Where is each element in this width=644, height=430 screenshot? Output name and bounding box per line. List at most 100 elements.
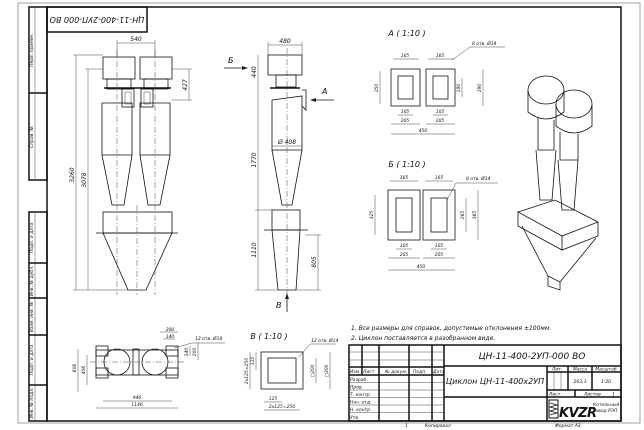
- title-block: Изм Лист № докум. Подп. Дата Разраб. Про…: [348, 344, 622, 422]
- view-a-290: 290: [477, 84, 483, 93]
- view-a-250: 250: [374, 84, 380, 93]
- rotated-designation: ЦН-11-400-2УП-000 ВО: [50, 15, 145, 24]
- view-v-title: В ( 1:10 ): [250, 332, 287, 341]
- view-a-190: 190: [456, 84, 462, 93]
- view-b-265: 265: [460, 211, 466, 220]
- view-b-205-left: 205: [400, 252, 409, 258]
- view-a: А ( 1:10 ) 165 165 8 отв. Ø14 250 190 29…: [374, 29, 505, 135]
- view-a-205-right: 205: [436, 118, 445, 124]
- arrow-label-b: Б: [228, 56, 234, 65]
- arrow-label-v: В: [276, 301, 282, 310]
- lit-label: Лит.: [551, 367, 562, 373]
- footer-format: Формат А3: [555, 423, 581, 429]
- strip-sign-date-1: Подп. и дата: [29, 222, 35, 253]
- top-view-946: 946: [133, 395, 142, 401]
- view-b: Б ( 1:10 ) 165 165 8 отв. Ø14 325 265 36…: [369, 160, 498, 271]
- top-view-606: 606: [72, 364, 78, 373]
- side-view: 480 440 Ø 408 1770 1110 805 Б А В: [224, 38, 334, 312]
- top-view-140-vert: 140: [184, 348, 190, 357]
- view-b-205-right: 205: [435, 252, 444, 258]
- view-b-105-left: 105: [400, 243, 409, 249]
- sheets-value: 1: [612, 392, 615, 398]
- view-b-165-right: 165: [435, 175, 444, 181]
- role-norm-control: Н. контр.: [350, 407, 372, 413]
- view-b-title: Б ( 1:10 ): [388, 160, 425, 169]
- isometric-view: [516, 75, 599, 291]
- view-v-square-200: □200: [310, 364, 316, 377]
- view-b-365: 365: [472, 211, 478, 220]
- strip-dup-inv: Инв. № дубл.: [29, 266, 35, 297]
- arrow-label-a: А: [321, 87, 327, 96]
- rotated-designation-box: ЦН-11-400-2УП-000 ВО: [46, 6, 148, 33]
- view-v-125-horiz: 125: [269, 396, 278, 402]
- view-b-165-left: 165: [400, 175, 409, 181]
- note-1: 1. Все размеры для справок, допустимые о…: [351, 325, 551, 332]
- top-view: 200 140 12 отв. Ø18 140 200 606 406 946 …: [72, 327, 225, 409]
- col-doc-no: № докум.: [384, 369, 407, 375]
- view-a-105-left: 105: [401, 109, 410, 115]
- view-a-title: А ( 1:10 ): [387, 29, 425, 38]
- outer-frame: [17, 2, 641, 424]
- view-v-holes: 12 отв. Ø14: [311, 337, 338, 344]
- view-v-square-300: □300: [324, 364, 330, 377]
- strip-first-use: Перв. примен.: [29, 33, 35, 67]
- top-view-140-horiz: 140: [166, 334, 175, 340]
- front-view: 540 427 3260 3078: [69, 36, 192, 295]
- role-approved: Утв.: [350, 415, 359, 421]
- view-a-450: 450: [419, 128, 428, 134]
- role-tech-control: Т. контр.: [350, 392, 371, 398]
- strip-reference-no: Справ. №: [29, 126, 35, 148]
- col-change: Изм: [350, 369, 360, 375]
- dim-427: 427: [182, 79, 189, 91]
- role-developer: Разраб.: [350, 377, 368, 383]
- footer-copied: Копировал: [425, 423, 451, 429]
- strip-orig-inv: Инв. № подл.: [29, 387, 35, 418]
- top-view-1146: 1146: [131, 402, 143, 408]
- view-v-125-vert: 125: [250, 357, 256, 366]
- view-a-165-left: 165: [401, 53, 410, 59]
- stamp-designation: ЦН-11-400-2УП-000 ВО: [479, 352, 586, 362]
- view-b-450: 450: [417, 264, 426, 270]
- sheets-label: Листов: [583, 392, 601, 398]
- role-checker: Пров.: [350, 385, 363, 391]
- view-b-105-right: 105: [435, 243, 444, 249]
- view-a-holes: 8 отв. Ø14: [472, 40, 497, 47]
- view-v-2x125-horiz: 2х125=250: [269, 404, 296, 410]
- scale-value: 1:20: [601, 379, 611, 385]
- view-a-205-left: 205: [401, 118, 410, 124]
- dim-480: 480: [279, 38, 291, 45]
- view-v-2x125-vert: 2х125=250: [244, 358, 250, 385]
- footer-page: 1: [405, 423, 408, 429]
- view-b-holes: 8 отв. Ø14: [466, 175, 491, 182]
- dim-1110: 1110: [251, 242, 258, 257]
- view-a-165-right: 165: [436, 53, 445, 59]
- scale-label: Масштаб: [595, 367, 617, 373]
- dim-540: 540: [130, 36, 142, 43]
- svg-text:KVZR: KVZR: [559, 406, 597, 421]
- sheet-label: Лист: [548, 392, 561, 398]
- kvzr-logo: KVZR: [548, 399, 597, 421]
- dim-diameter-408: Ø 408: [277, 139, 296, 146]
- view-a-105-right: 105: [436, 109, 445, 115]
- view-b-325: 325: [369, 211, 375, 220]
- mass-label: Масса: [573, 367, 588, 373]
- col-date: Дата: [432, 369, 445, 375]
- col-sign: Подп.: [413, 369, 427, 375]
- note-2: 2. Циклон поставляется в разобранном вид…: [351, 335, 495, 342]
- dim-3260: 3260: [69, 167, 76, 182]
- top-view-holes: 12 отв. Ø18: [195, 335, 222, 342]
- dim-440: 440: [251, 66, 258, 78]
- stamp-name: Циклон ЦН-11-400х2УП: [446, 377, 544, 386]
- mass-value: 263,3: [574, 379, 587, 385]
- dim-3078: 3078: [81, 172, 88, 187]
- role-head-dept: Нач. отд.: [350, 400, 372, 406]
- strip-sign-date-2: Подп. и дата: [29, 344, 35, 375]
- col-sheet: Лист: [362, 369, 375, 375]
- top-view-406: 406: [81, 366, 87, 375]
- side-strip: Перв. примен. Справ. № Подп. и дата Инв.…: [28, 6, 48, 422]
- top-view-200-vert: 200: [192, 348, 198, 357]
- dim-805: 805: [311, 256, 318, 268]
- top-view-200-horiz: 200: [166, 327, 175, 333]
